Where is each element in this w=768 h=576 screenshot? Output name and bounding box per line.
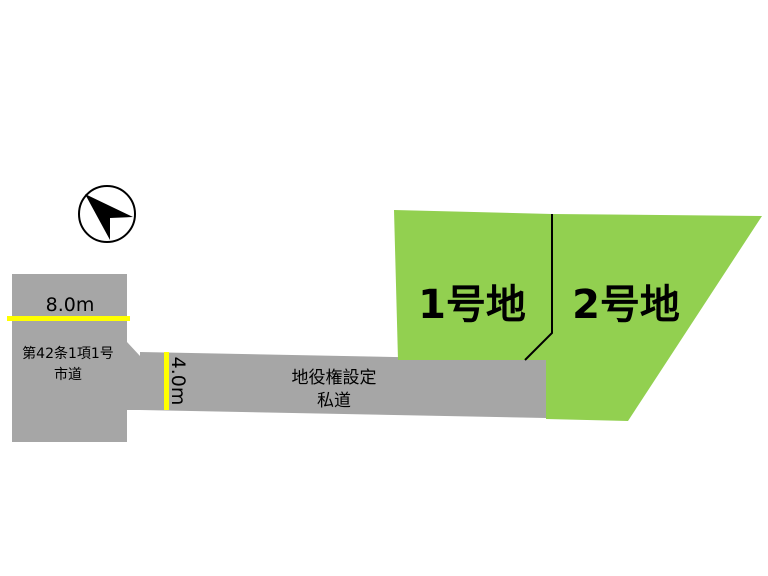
private-road-width-label: 4.0m (167, 357, 189, 406)
north-arrow-icon (78, 185, 136, 243)
lot-1-label: 1号地 (418, 282, 526, 328)
lot-1-area (394, 210, 552, 360)
public-road-width-label: 8.0m (46, 294, 95, 316)
private-road-label-line1: 地役権設定 (292, 368, 377, 388)
public-road-label-line1: 第42条1項1号 (22, 345, 114, 362)
lot-2-area (525, 214, 762, 421)
lot-boundary-line (524, 214, 553, 361)
private-road-area (140, 352, 546, 418)
public-road-width-marker (7, 316, 130, 321)
lot-2-label: 2号地 (572, 282, 680, 328)
public-road-label-line2: 市道 (54, 366, 82, 383)
private-road-width-marker (164, 352, 169, 410)
private-road-label-line2: 私道 (317, 391, 351, 411)
